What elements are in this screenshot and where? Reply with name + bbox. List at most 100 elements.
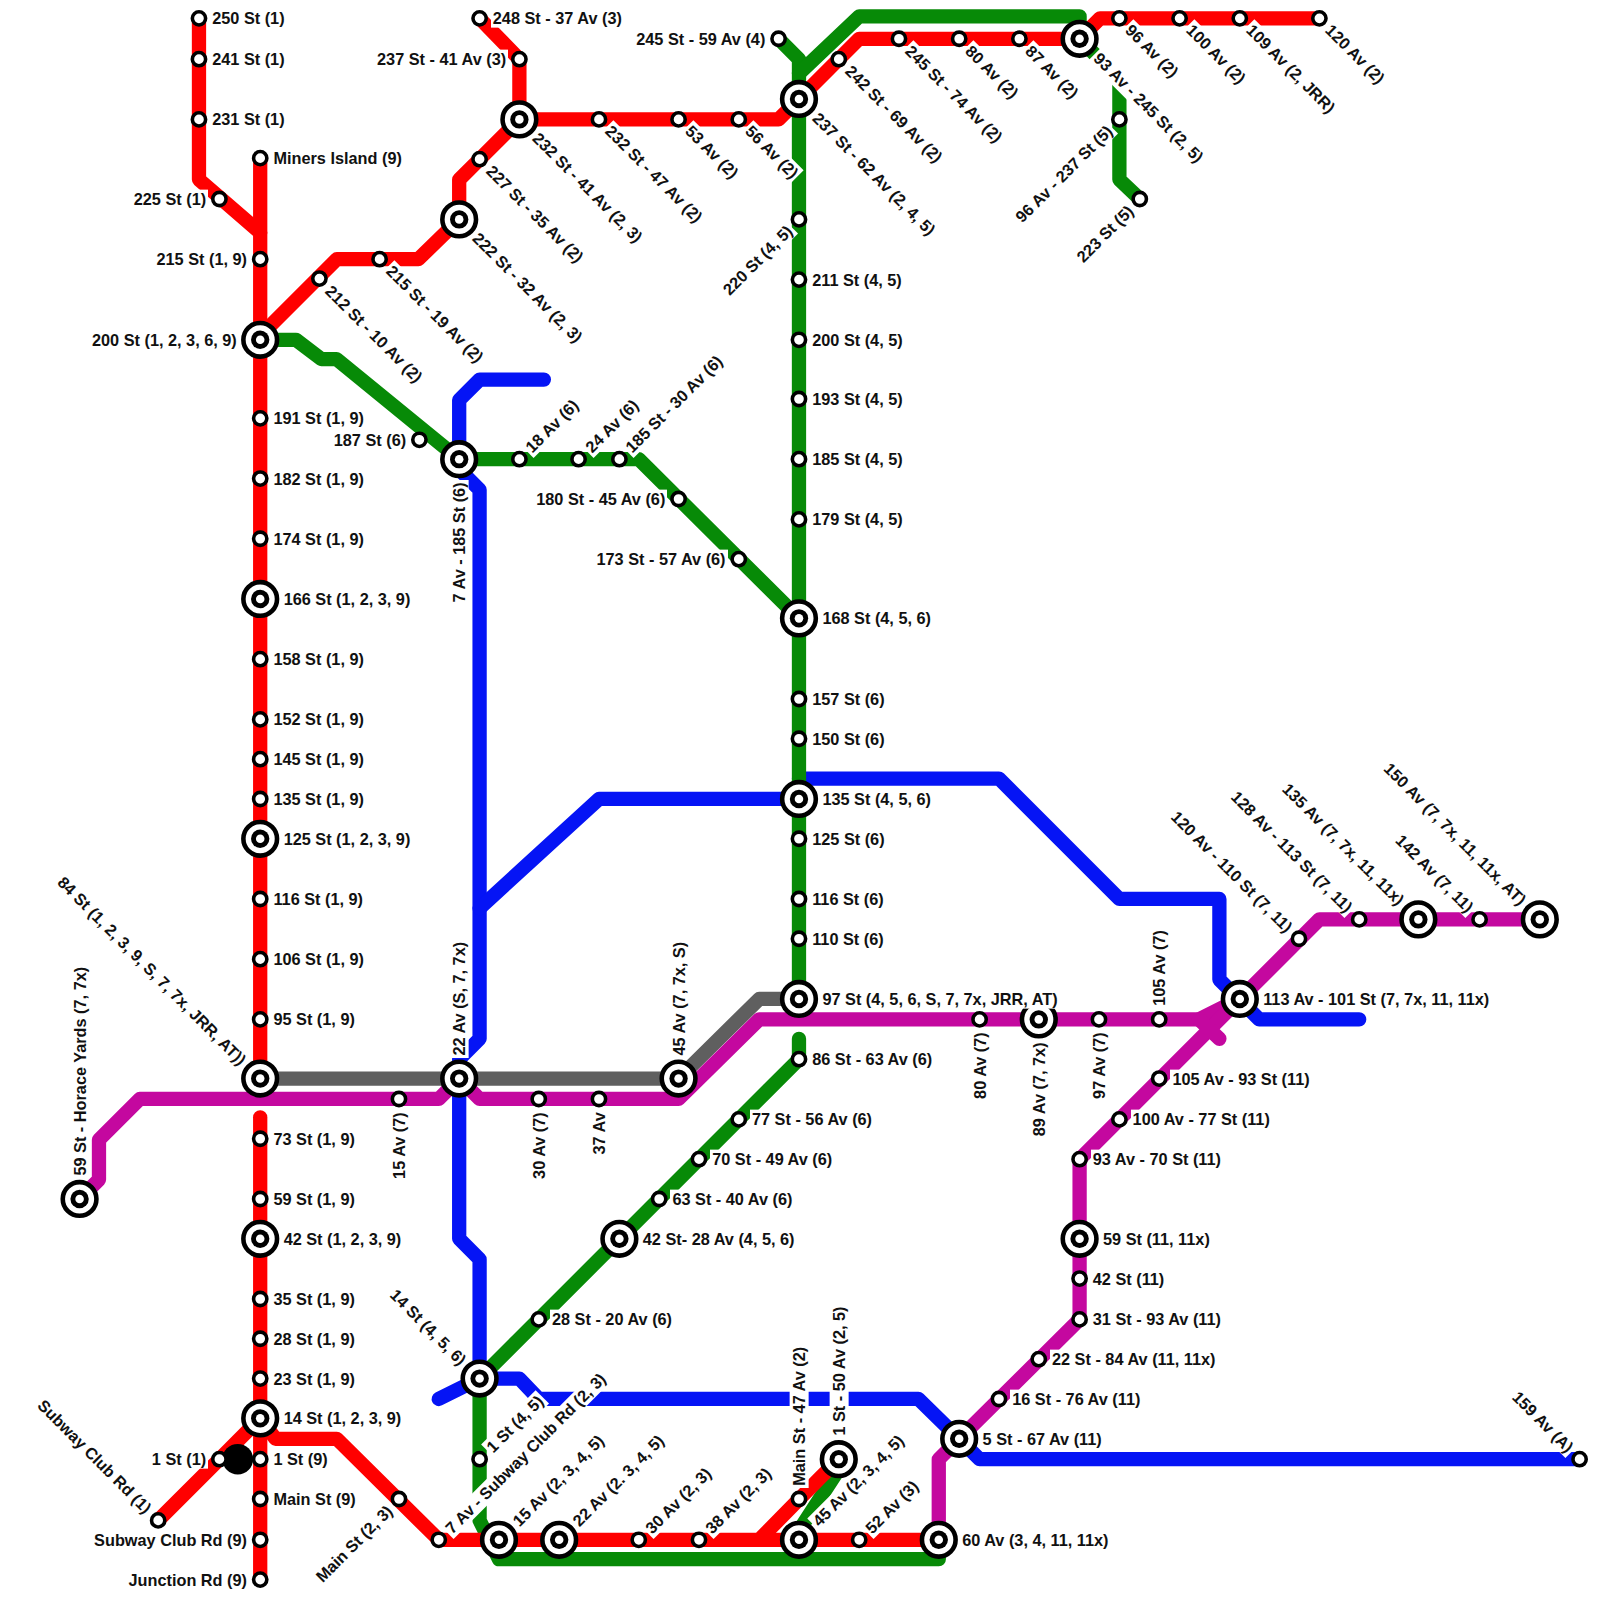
interchange-center	[455, 215, 464, 224]
station-name: 150 St (6)	[810, 729, 886, 748]
interchange-core	[669, 1069, 687, 1087]
station-marker	[254, 253, 267, 266]
station-name: 35 St (1, 9)	[271, 1290, 356, 1309]
interchange-ring	[243, 1062, 277, 1096]
interchange-ring	[243, 1222, 277, 1256]
interchange-core	[1231, 990, 1249, 1008]
station-name: 42 St (1, 2, 3, 9)	[282, 1229, 404, 1248]
station-marker	[792, 513, 805, 526]
interchange-core	[251, 331, 269, 349]
interchange-core	[1070, 30, 1088, 48]
station-marker	[254, 152, 267, 165]
station-name: 93 Av - 70 St (11)	[1091, 1150, 1223, 1169]
station-name: 157 St (6)	[810, 690, 886, 709]
station-name: 193 St (4, 5)	[810, 390, 905, 409]
station-marker	[732, 553, 745, 566]
interchange-marker	[243, 323, 277, 357]
station-marker	[254, 792, 267, 805]
station-name: 248 St - 37 Av (3)	[491, 9, 624, 28]
station-marker	[513, 453, 526, 466]
station-name: 97 St (4, 5, 6, S, 7, 7x, JRR, AT)	[820, 990, 1059, 1009]
station-marker	[1313, 12, 1326, 25]
interchange-marker	[243, 582, 277, 616]
interchange-core	[550, 1531, 568, 1549]
station-marker	[473, 1453, 486, 1466]
station-marker	[254, 1192, 267, 1205]
interchange-core	[610, 1230, 628, 1248]
station-marker	[254, 753, 267, 766]
station-marker	[853, 1533, 866, 1546]
station-marker	[792, 273, 805, 286]
station-marker	[792, 692, 805, 705]
station-name: 106 St (1, 9)	[271, 950, 366, 969]
station-name: 237 St - 41 Av (3)	[375, 50, 508, 69]
station-name: 231 St (1)	[210, 110, 286, 129]
station-marker	[192, 113, 205, 126]
interchange-marker	[442, 1062, 476, 1096]
station-marker	[792, 1053, 805, 1066]
interchange-core	[1070, 1230, 1088, 1248]
station-marker	[1113, 1113, 1126, 1126]
interchange-ring	[782, 1523, 816, 1557]
station-name: 166 St (1, 2, 3, 9)	[282, 590, 413, 609]
station-marker	[254, 713, 267, 726]
interchange-ring	[243, 582, 277, 616]
station-marker	[1233, 12, 1246, 25]
station-marker	[1353, 913, 1366, 926]
station-marker	[254, 532, 267, 545]
station-name: Main St (9)	[271, 1490, 357, 1509]
station-name: 15 Av (7)	[390, 1110, 409, 1181]
station-marker	[254, 1453, 267, 1466]
station-marker	[532, 1092, 545, 1105]
station-name: 77 St - 56 Av (6)	[750, 1110, 874, 1129]
interchange-center	[795, 1536, 804, 1545]
interchange-marker	[243, 1062, 277, 1096]
station-name: 152 St (1, 9)	[271, 710, 366, 729]
interchange-center	[1536, 915, 1545, 924]
station-marker	[254, 1132, 267, 1145]
interchange-ring	[442, 203, 476, 237]
station-marker	[792, 1492, 805, 1505]
station-name: 179 St (4, 5)	[810, 510, 905, 529]
station-name: 211 St (4, 5)	[810, 270, 904, 289]
station-marker	[254, 1292, 267, 1305]
station-name: Junction Rd (9)	[127, 1570, 249, 1589]
interchange-center	[75, 1195, 84, 1204]
interchange-center	[475, 1374, 484, 1383]
interchange-center	[256, 1234, 265, 1243]
interchange-center	[834, 1455, 843, 1464]
interchange-center	[1034, 1015, 1043, 1024]
station-marker	[213, 192, 226, 205]
interchange-center	[674, 1074, 683, 1083]
interchange-center	[1236, 995, 1245, 1004]
interchange-center	[455, 1074, 464, 1083]
station-marker	[413, 433, 426, 446]
station-name: Main St (2, 3)	[311, 1500, 398, 1587]
station-name: 187 St (6)	[332, 430, 408, 449]
station-name: 80 Av (2)	[960, 40, 1023, 103]
interchange-core	[251, 590, 269, 608]
station-name: 158 St (1, 9)	[271, 650, 366, 669]
interchange-center	[934, 1536, 943, 1545]
station-name: 145 St (1, 9)	[271, 750, 366, 769]
interchange-center	[795, 614, 804, 623]
station-name: 105 Av - 93 St (11)	[1170, 1069, 1311, 1088]
station-marker	[892, 32, 905, 45]
station-name: 14 St (1, 2, 3, 9)	[282, 1409, 404, 1428]
interchange-ring	[503, 103, 537, 137]
station-marker	[1073, 1313, 1086, 1326]
interchange-ring	[782, 82, 816, 116]
station-marker	[1133, 192, 1146, 205]
station-marker	[792, 932, 805, 945]
station-marker	[392, 1092, 405, 1105]
interchange-ring	[63, 1182, 97, 1216]
interchange-core	[450, 450, 468, 468]
station-name: 135 St (4, 5, 6)	[820, 790, 933, 809]
interchange-ring	[942, 1422, 976, 1456]
interchange-center	[955, 1434, 964, 1443]
station-name: 42 St (11)	[1091, 1269, 1167, 1288]
station-marker	[1113, 12, 1126, 25]
station-name: 18 Av (6)	[521, 395, 584, 458]
subway-route	[253, 1117, 267, 1579]
station-name: 105 Av (7)	[1150, 928, 1169, 1008]
